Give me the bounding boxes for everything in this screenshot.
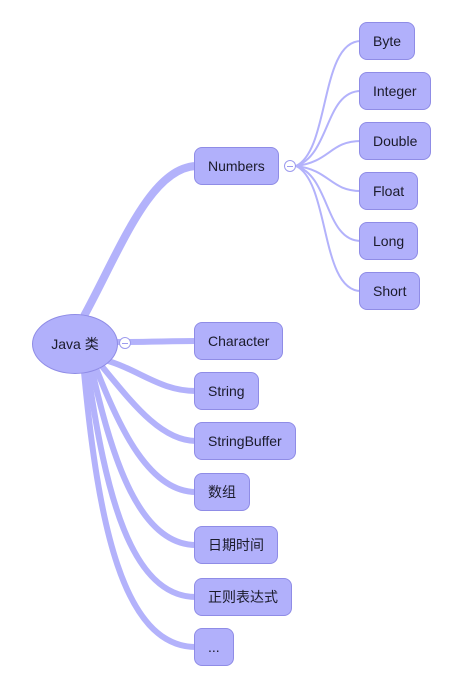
edge-root-regex <box>85 371 197 600</box>
root-node[interactable]: Java 类 <box>32 314 118 374</box>
node-string-label: String <box>208 383 245 399</box>
edge-root-numbers <box>80 162 197 318</box>
node-double-label: Double <box>373 133 418 149</box>
node-array[interactable]: 数组 <box>194 473 250 511</box>
node-datetime-label: 日期时间 <box>208 537 264 553</box>
numbers-collapse-icon[interactable] <box>284 160 296 172</box>
node-regex-label: 正则表达式 <box>208 589 278 605</box>
node-short-label: Short <box>373 283 407 299</box>
node-numbers-label: Numbers <box>208 158 265 174</box>
edge-root-string <box>104 357 197 394</box>
node-datetime[interactable]: 日期时间 <box>194 526 278 564</box>
edge-numbers-byte <box>295 40 362 167</box>
root-label: Java 类 <box>51 336 99 352</box>
edge-root-stringbuffer <box>97 362 197 444</box>
collapse-icon[interactable] <box>119 337 131 349</box>
edge-numbers-long <box>295 165 362 242</box>
edge-root-ellipsis <box>81 371 197 650</box>
node-ellipsis[interactable]: ... <box>194 628 234 666</box>
node-byte-label: Byte <box>373 33 402 49</box>
edge-root-datetime <box>89 369 197 548</box>
node-ellipsis-label: ... <box>208 639 220 655</box>
edge-numbers-short <box>295 165 362 292</box>
node-numbers[interactable]: Numbers <box>194 147 279 185</box>
node-regex[interactable]: 正则表达式 <box>194 578 292 616</box>
edge-numbers-integer <box>295 90 362 167</box>
node-byte[interactable]: Byte <box>359 22 416 60</box>
node-long-label: Long <box>373 233 405 249</box>
edge-root-array <box>93 366 197 495</box>
node-array-label: 数组 <box>208 484 236 500</box>
node-integer-label: Integer <box>373 83 417 99</box>
node-character[interactable]: Character <box>194 322 284 360</box>
edges <box>80 40 362 650</box>
node-stringbuffer-label: StringBuffer <box>208 433 282 449</box>
node-float[interactable]: Float <box>359 172 419 210</box>
node-integer[interactable]: Integer <box>359 72 431 110</box>
node-double[interactable]: Double <box>359 122 432 160</box>
edge-numbers-float <box>295 165 362 192</box>
node-short[interactable]: Short <box>359 272 421 310</box>
node-long[interactable]: Long <box>359 222 419 260</box>
node-stringbuffer[interactable]: StringBuffer <box>194 422 296 460</box>
edge-numbers-double <box>295 140 362 167</box>
node-string[interactable]: String <box>194 372 259 410</box>
node-character-label: Character <box>208 333 270 349</box>
node-float-label: Float <box>373 183 405 199</box>
